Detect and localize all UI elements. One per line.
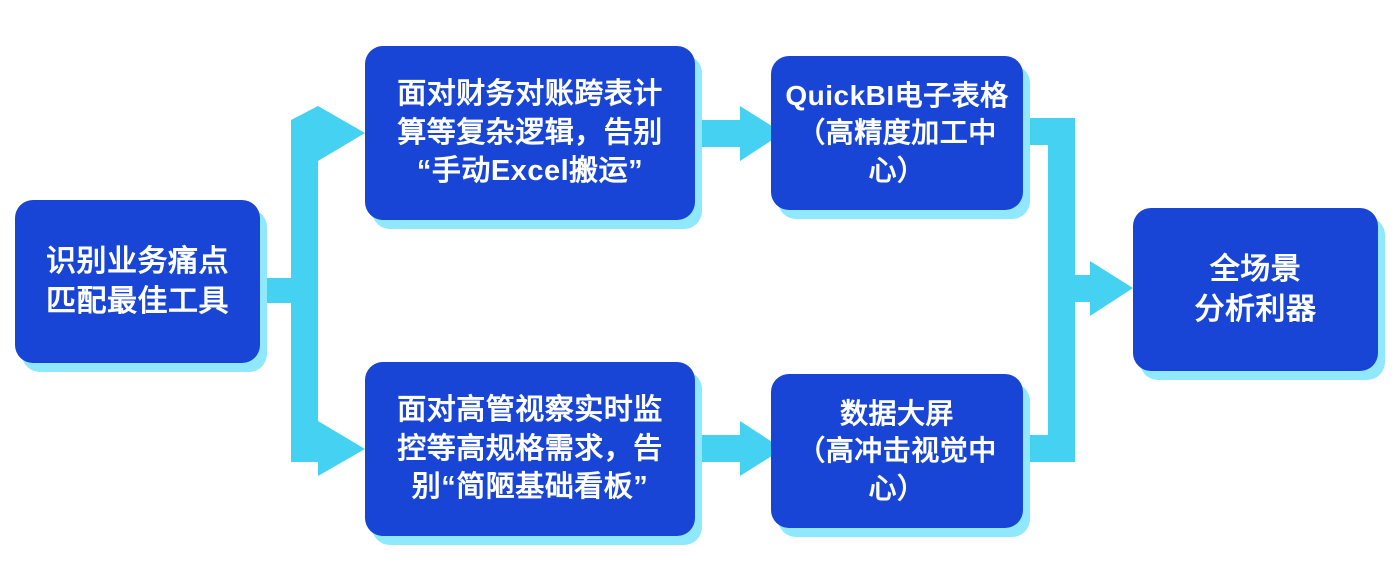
- node-tool-1[interactable]: QuickBI电子表格 （高精度加工中心）: [771, 56, 1023, 210]
- node-result[interactable]: 全场景 分析利器: [1133, 208, 1378, 371]
- connector-merge-spine: [1048, 118, 1075, 462]
- node-tool-2[interactable]: 数据大屏 （高冲击视觉中心）: [771, 374, 1023, 528]
- connector-pain-1-to-tool-1: [697, 106, 783, 161]
- node-tool-2-label: 数据大屏 （高冲击视觉中心）: [797, 398, 997, 504]
- node-pain-1-label: 面对财务对账跨表计 算等复杂逻辑，告别 “手动Excel搬运”: [397, 78, 663, 188]
- node-pain-1[interactable]: 面对财务对账跨表计 算等复杂逻辑，告别 “手动Excel搬运”: [365, 46, 695, 220]
- connector-pain-2-to-tool-2: [697, 421, 783, 476]
- node-start-label: 识别业务痛点 匹配最佳工具: [46, 244, 229, 318]
- node-result-label: 全场景 分析利器: [1194, 252, 1317, 326]
- connector-start-spine: [291, 120, 318, 462]
- node-tool-1-label: QuickBI电子表格 （高精度加工中心）: [785, 80, 1009, 186]
- connector-start-to-pain-1-arrow: [291, 106, 365, 161]
- node-pain-2-label: 面对高管视察实时监 控等高规格需求，告 别“简陋基础看板”: [397, 394, 663, 504]
- connector-start-to-pain-1: [291, 106, 318, 120]
- node-pain-2[interactable]: 面对高管视察实时监 控等高规格需求，告 别“简陋基础看板”: [365, 362, 695, 536]
- node-start[interactable]: 识别业务痛点 匹配最佳工具: [15, 200, 260, 363]
- connector-start-to-pain-2-arrow: [291, 421, 365, 476]
- connector-merge-to-result-arrow: [1075, 261, 1133, 316]
